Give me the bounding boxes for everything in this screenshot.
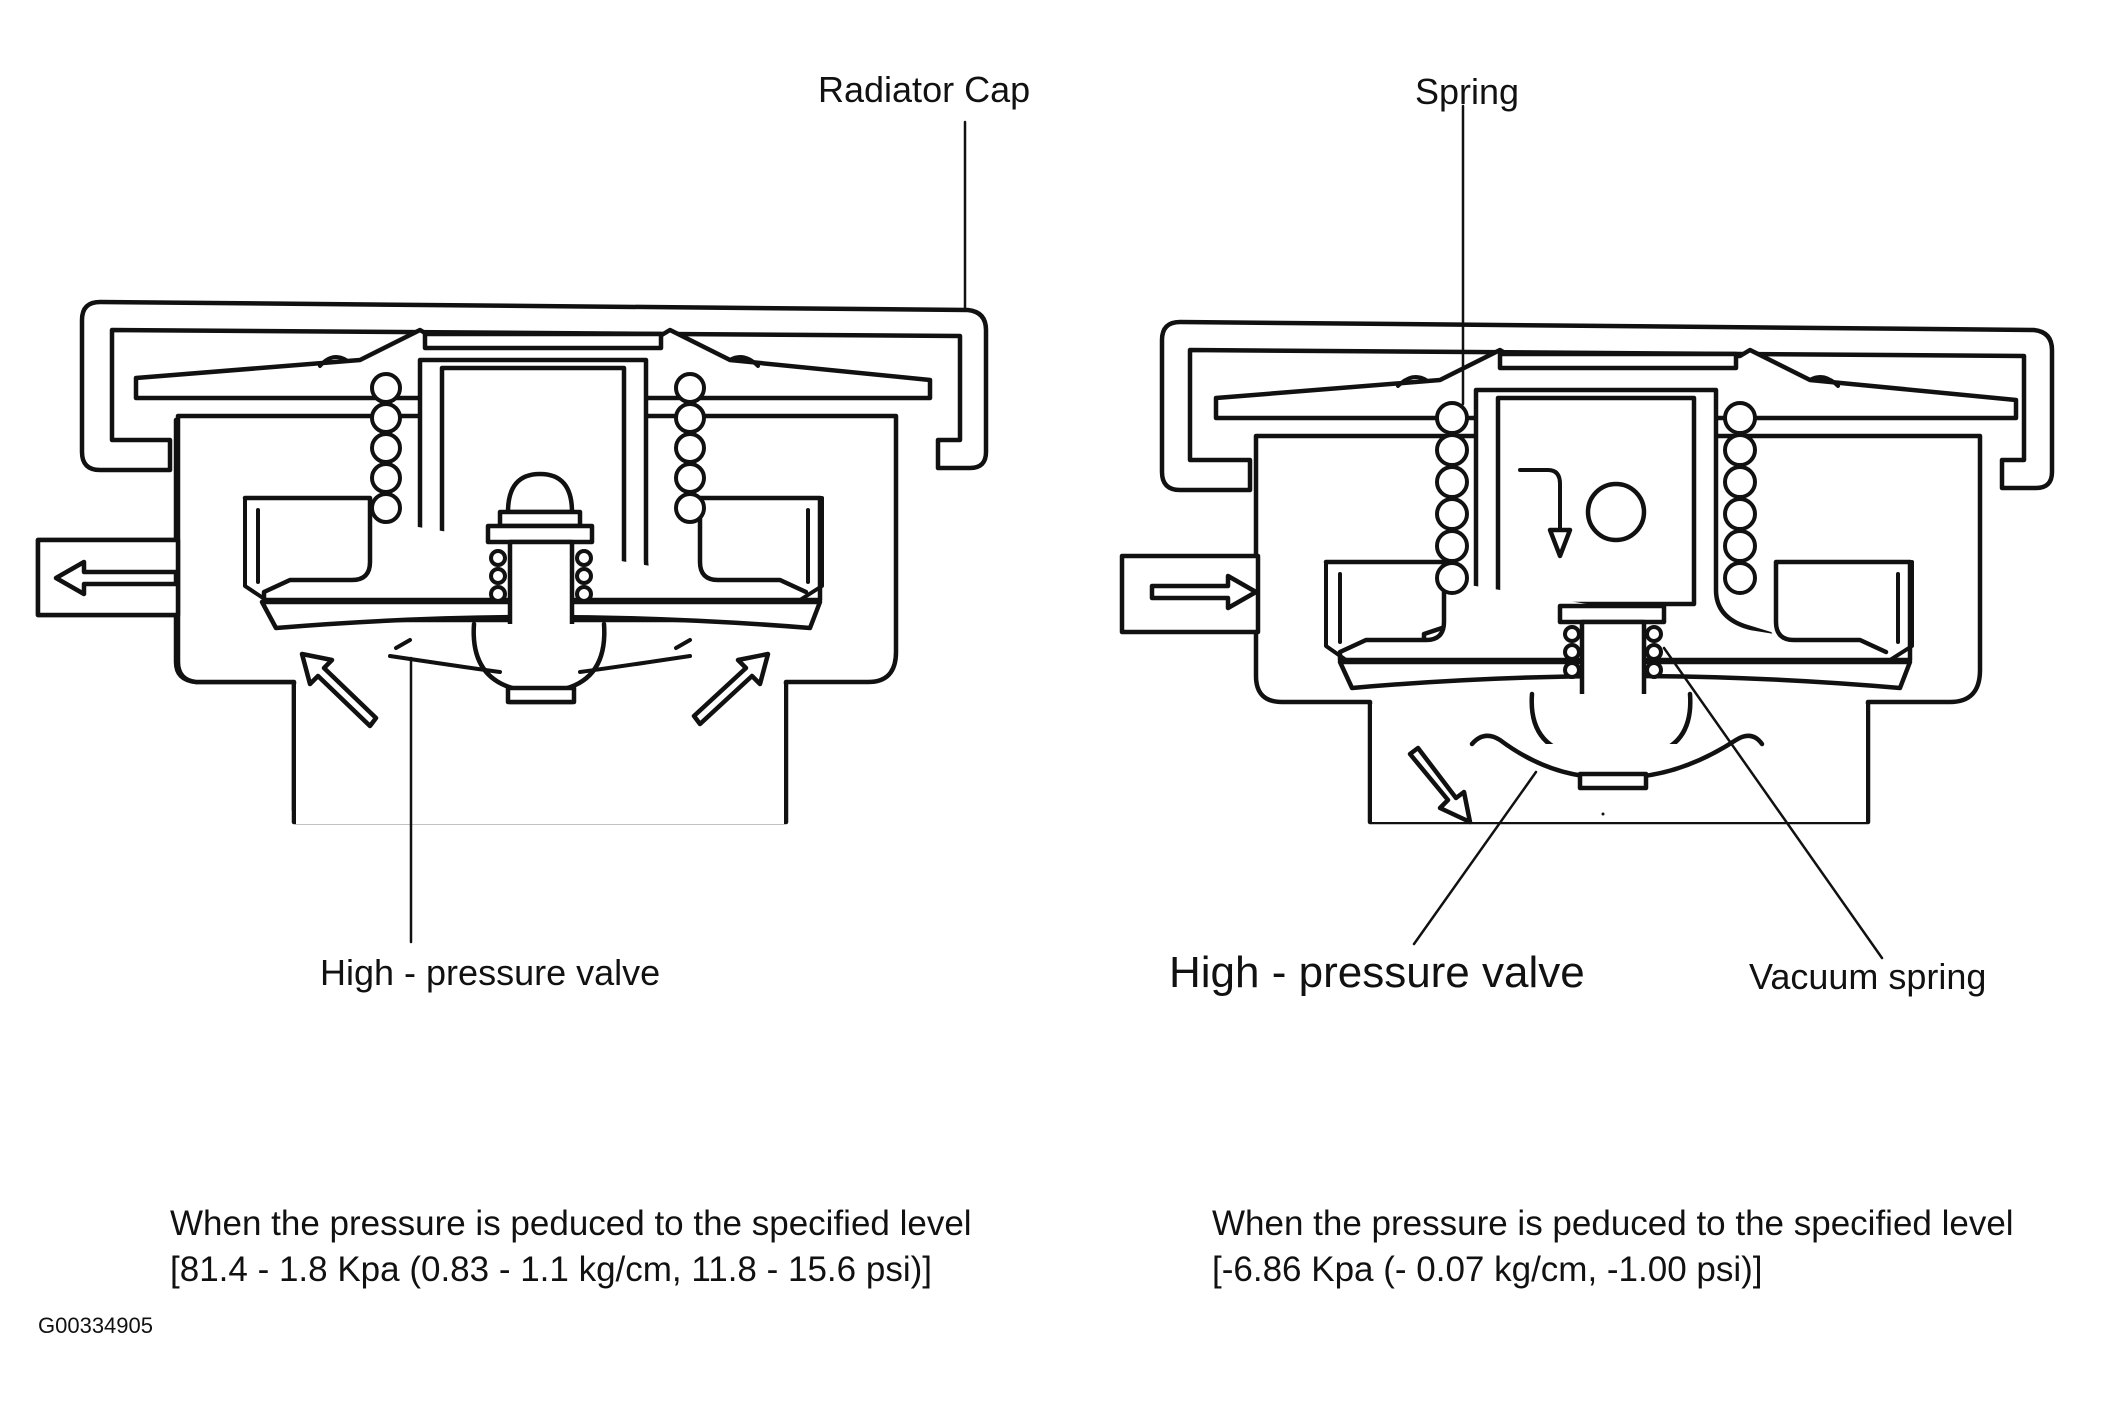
left-inflow-arrow-1 xyxy=(299,651,379,729)
right-main-spring-coils xyxy=(1435,401,1757,595)
left-inflow-arrow-2 xyxy=(691,651,771,727)
right-caption-line-1: When the pressure is peduced to the spec… xyxy=(1212,1204,2014,1243)
left-cap-shell xyxy=(79,299,989,473)
right-curved-flow-arrow xyxy=(1518,468,1562,536)
figure-id: G00334905 xyxy=(38,1313,153,1338)
spring-label: Spring xyxy=(1415,71,1520,112)
right-inflow-arrow xyxy=(1149,573,1259,611)
right-cap-illustration xyxy=(1119,104,2055,960)
left-caption-line-1: When the pressure is peduced to the spec… xyxy=(170,1204,972,1243)
right-vacuum-valve-assembly xyxy=(1469,603,1765,791)
right-high-pressure-valve-label: High - pressure valve xyxy=(1169,948,1585,997)
right-flow-arrows xyxy=(1149,468,1573,825)
left-flow-arrows xyxy=(53,559,771,729)
right-vent-hole xyxy=(1585,481,1647,543)
right-vacuum-spring-leader xyxy=(1662,646,1884,960)
left-cap-illustration xyxy=(35,120,989,944)
right-caption: When the pressure is peduced to the spec… xyxy=(1212,1201,2014,1293)
right-high-pressure-valve-leader xyxy=(1412,770,1538,946)
right-cap-shell xyxy=(1159,319,2055,493)
right-downflow-arrow xyxy=(1407,745,1473,825)
left-outflow-arrow xyxy=(53,559,179,597)
left-vacuum-valve-assembly xyxy=(471,471,607,705)
right-caption-line-2: [-6.86 Kpa (- 0.07 kg/cm, -1.00 psi)] xyxy=(1212,1250,1763,1289)
left-caption: When the pressure is peduced to the spec… xyxy=(170,1201,972,1293)
vacuum-spring-label: Vacuum spring xyxy=(1749,956,1987,997)
left-main-spring-coils xyxy=(370,372,706,524)
left-caption-line-2: [81.4 - 1.8 Kpa (0.83 - 1.1 kg/cm, 11.8 … xyxy=(170,1250,932,1289)
left-high-pressure-valve-label: High - pressure valve xyxy=(320,952,661,993)
radiator-cap-label: Radiator Cap xyxy=(818,69,1031,110)
